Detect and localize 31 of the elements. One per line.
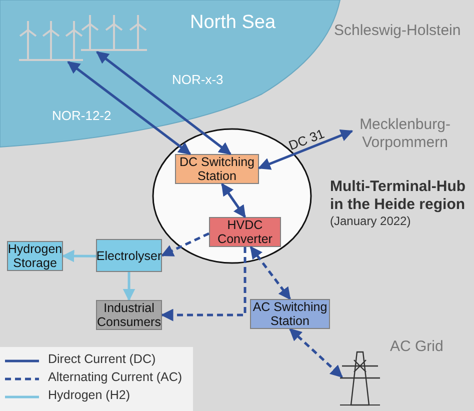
station-box: DC Switching Station bbox=[175, 154, 259, 184]
wind-turbine-drawing bbox=[18, 20, 84, 62]
double-arrow bbox=[250, 246, 291, 300]
double-arrow bbox=[289, 328, 343, 378]
double-arrow bbox=[96, 51, 232, 155]
arrow bbox=[160, 232, 210, 257]
legend-text: Alternating Current (AC) bbox=[48, 370, 182, 384]
region-label: Mecklenburg-Vorpommern bbox=[352, 116, 458, 152]
arrow bbox=[62, 250, 96, 262]
legend-text: Direct Current (DC) bbox=[48, 352, 156, 366]
station-box: AC Switching Station bbox=[250, 299, 330, 329]
edge-label: NOR-12-2 bbox=[52, 108, 112, 123]
consumer-box: Industrial Consumers bbox=[96, 300, 162, 330]
hub-title: Multi-Terminal-Hub in the Heide region bbox=[330, 178, 467, 214]
wind-turbine-drawing bbox=[80, 14, 148, 52]
arrow bbox=[122, 272, 136, 302]
region-label: AC Grid bbox=[390, 338, 444, 355]
edge-label: NOR-x-3 bbox=[172, 72, 224, 87]
sea-label: North Sea bbox=[190, 12, 276, 34]
double-arrow bbox=[258, 129, 354, 170]
edge-label: DC 31 bbox=[286, 126, 326, 154]
electrolyser-box: Electrolyser bbox=[96, 239, 162, 272]
storage-box: Hydrogen Storage bbox=[7, 241, 63, 271]
arrow bbox=[160, 247, 246, 322]
pylon-drawing bbox=[338, 350, 382, 406]
region-label: Schleswig-Holstein bbox=[334, 22, 461, 39]
date-note: (January 2022) bbox=[330, 214, 412, 228]
double-arrow bbox=[221, 182, 246, 218]
legend-text: Hydrogen (H2) bbox=[48, 388, 130, 402]
double-arrow bbox=[67, 61, 192, 155]
converter-box: HVDC Converter bbox=[209, 217, 281, 247]
